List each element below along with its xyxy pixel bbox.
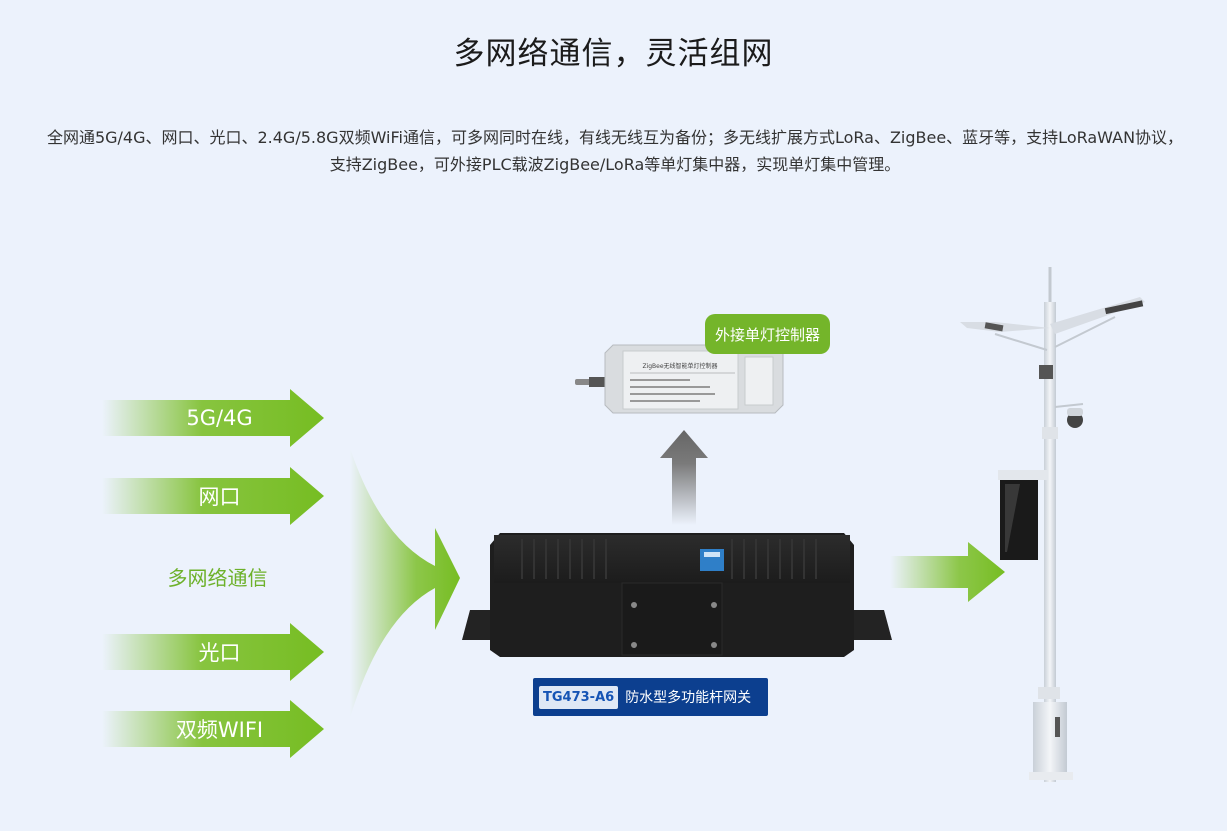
multi-network-label: 多网络通信 <box>167 566 268 590</box>
arrow-right-icon <box>102 467 324 525</box>
arrow-right-icon <box>102 623 324 681</box>
controller-badge: 外接单灯控制器 <box>705 314 830 354</box>
input-label: 光口 <box>198 641 241 665</box>
single-lamp-controller-image: ZigBee无线智能单灯控制器 <box>575 344 784 414</box>
controller-panel-text: ZigBee无线智能单灯控制器 <box>642 362 717 370</box>
arrow-right-icon <box>102 700 324 758</box>
input-arrow-ethernet: 网口 <box>102 467 324 525</box>
funnel-arrow-icon <box>350 448 460 718</box>
input-label: 网口 <box>198 485 241 509</box>
arrow-up-icon <box>660 430 708 525</box>
arrow-right-icon <box>102 389 324 447</box>
input-label: 双频WIFI <box>175 718 264 742</box>
page-title: 多网络通信，灵活组网 <box>453 36 774 72</box>
smart-pole-image <box>960 267 1145 782</box>
arrow-right-icon <box>890 542 1005 602</box>
input-arrow-5g4g: 5G/4G <box>102 389 324 447</box>
page-description: 全网通5G/4G、网口、光口、2.4G/5.8G双频WiFi通信，可多网同时在线… <box>46 128 1184 174</box>
input-arrow-wifi: 双频WIFI <box>102 700 324 758</box>
gateway-model: TG473-A6 <box>539 685 619 709</box>
gateway-device-image <box>462 533 892 657</box>
gateway-tag: TG473-A6 防水型多功能杆网关 <box>533 678 768 716</box>
input-label: 5G/4G <box>186 406 253 430</box>
input-arrow-fiber: 光口 <box>102 623 324 681</box>
gateway-name: 防水型多功能杆网关 <box>625 690 752 706</box>
